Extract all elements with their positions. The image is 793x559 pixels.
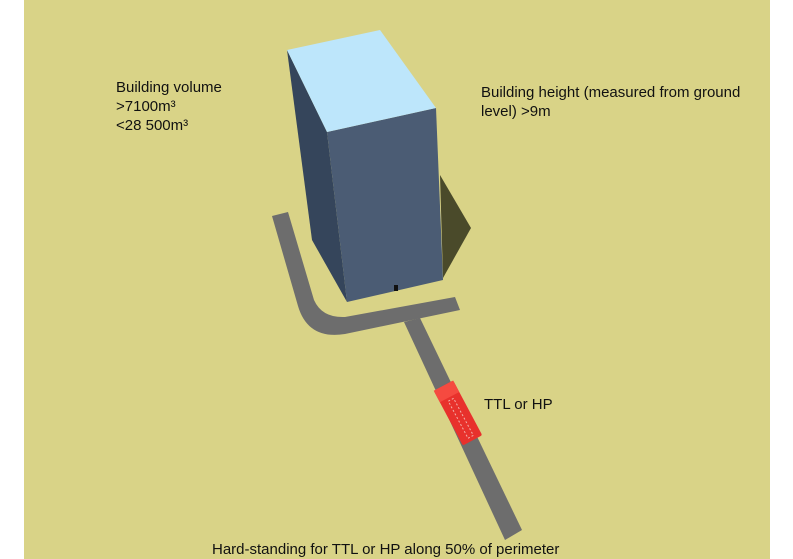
building-shadow — [440, 175, 471, 278]
caption: Hard-standing for TTL or HP along 50% of… — [212, 541, 560, 558]
building-door — [394, 285, 398, 291]
building-volume-label: Building volume >7100m³ <28 500m³ — [116, 78, 222, 135]
volume-title: Building volume — [116, 79, 222, 96]
height-line-1: Building height (measured from ground — [481, 84, 741, 101]
vehicle-label: TTL or HP — [484, 396, 553, 413]
height-line-2: level) >9m — [481, 103, 551, 120]
building-front-wall — [327, 108, 443, 302]
building-side-wall — [287, 50, 347, 302]
volume-min: >7100m³ — [116, 98, 176, 115]
volume-max: <28 500m³ — [116, 117, 189, 134]
building-roof — [287, 30, 436, 132]
building-height-label: Building height (measured from ground le… — [481, 83, 740, 121]
fire-truck — [433, 380, 482, 445]
building — [287, 30, 443, 302]
